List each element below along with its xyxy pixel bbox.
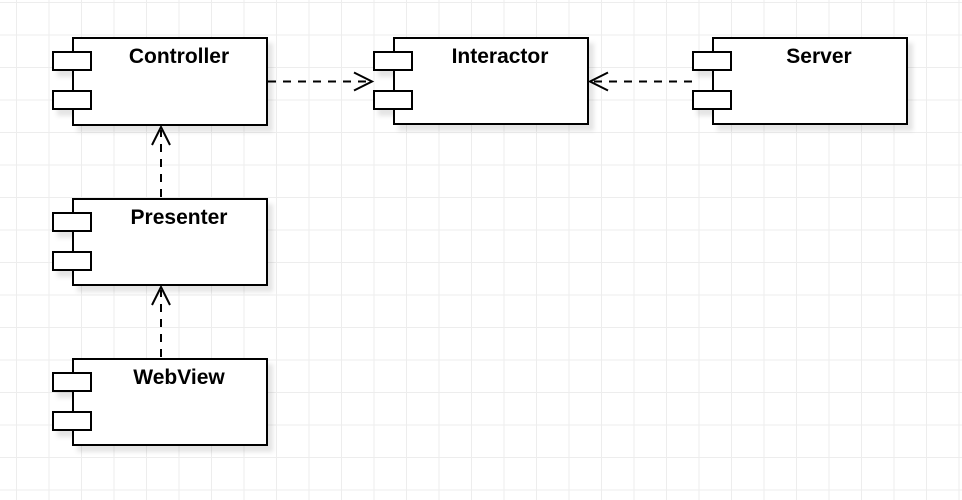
port-rect-top-icon — [691, 51, 732, 71]
component-presenter[interactable]: Presenter — [51, 198, 268, 286]
port-rect-top-icon — [51, 51, 92, 71]
port-rect-bottom-icon — [51, 411, 92, 431]
component-label-interactor: Interactor — [451, 45, 549, 68]
component-controller[interactable]: Controller — [51, 37, 268, 126]
component-interactor[interactable]: Interactor — [372, 37, 589, 125]
port-rect-top-icon — [372, 51, 413, 71]
port-rect-top-icon — [51, 212, 92, 232]
component-label-server: Server — [786, 45, 852, 68]
port-rect-bottom-icon — [691, 90, 732, 110]
port-rect-top-icon — [51, 372, 92, 392]
port-rect-bottom-icon — [51, 90, 92, 110]
component-label-presenter: Presenter — [130, 206, 228, 229]
component-webview[interactable]: WebView — [51, 358, 268, 446]
component-label-webview: WebView — [133, 366, 225, 389]
component-server[interactable]: Server — [691, 37, 908, 125]
port-rect-bottom-icon — [51, 251, 92, 271]
port-rect-bottom-icon — [372, 90, 413, 110]
component-label-controller: Controller — [128, 45, 230, 68]
